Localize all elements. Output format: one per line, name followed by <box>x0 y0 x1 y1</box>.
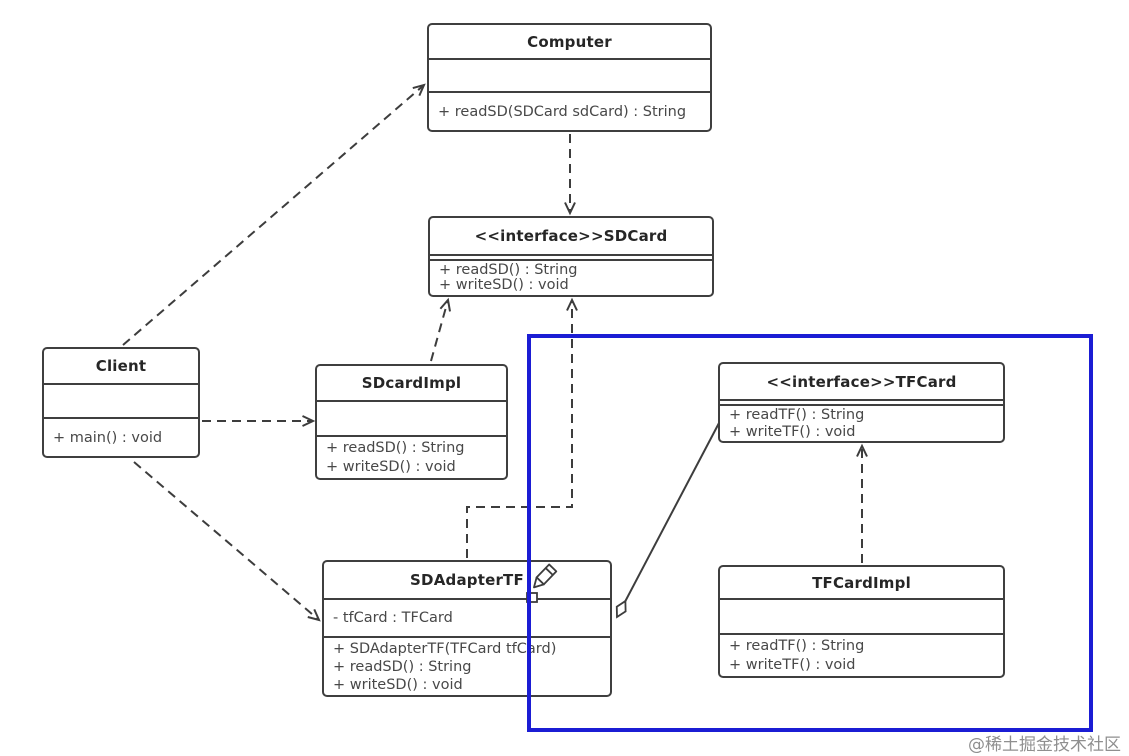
class-methods: + readTF() : String + writeTF() : void <box>720 633 1003 676</box>
class-computer: Computer + readSD(SDCard sdCard) : Strin… <box>427 23 712 132</box>
dependency-client-to-sdadaptertf <box>133 461 321 622</box>
method-line: + readTF() : String <box>729 406 865 423</box>
class-methods: + main() : void <box>44 417 198 456</box>
class-methods: + readSD() : String + writeSD() : void <box>317 435 506 478</box>
class-attributes <box>720 399 1003 404</box>
class-attributes <box>720 598 1003 633</box>
method-line: + writeSD() : void <box>333 676 463 693</box>
class-title: <<interface>>SDCard <box>474 227 668 245</box>
method-line: + SDAdapterTF(TFCard tfCard) <box>333 640 557 657</box>
class-tfcard-interface: <<interface>>TFCard + readTF() : String … <box>718 362 1005 443</box>
class-tfcardimpl: TFCardImpl + readTF() : String + writeTF… <box>718 565 1005 678</box>
watermark-text: @稀土掘金技术社区 <box>968 735 1121 755</box>
realization-sdadaptertf-to-sdcard <box>466 297 578 558</box>
class-methods: + readSD() : String + writeSD() : void <box>430 259 712 295</box>
attribute-line: - tfCard : TFCard <box>333 610 453 626</box>
method-line: + readSD() : String <box>326 439 465 456</box>
method-line: + readTF() : String <box>729 637 865 654</box>
method-line: + writeSD() : void <box>439 277 569 293</box>
method-line: + writeTF() : void <box>729 656 856 673</box>
method-line: + readSD() : String <box>333 658 472 675</box>
class-client: Client + main() : void <box>42 347 200 458</box>
class-attributes <box>430 254 712 259</box>
class-methods: + readSD(SDCard sdCard) : String <box>429 91 710 130</box>
class-title: SDcardImpl <box>361 374 462 392</box>
class-attributes <box>317 400 506 435</box>
class-attributes: - tfCard : TFCard <box>324 598 610 636</box>
class-methods: + SDAdapterTF(TFCard tfCard) + readSD() … <box>324 636 610 695</box>
class-sdadaptertf: SDAdapterTF - tfCard : TFCard + SDAdapte… <box>322 560 612 697</box>
method-line: + writeTF() : void <box>729 423 856 440</box>
class-attributes <box>44 383 198 417</box>
class-attributes <box>429 58 710 91</box>
class-title: Client <box>95 357 147 375</box>
method-line: + readSD() : String <box>439 262 578 278</box>
class-title: <<interface>>TFCard <box>766 372 957 391</box>
class-title: Computer <box>527 32 612 51</box>
edit-pencil-icon[interactable] <box>524 563 562 611</box>
realization-sdcardimpl-to-sdcard <box>430 297 451 362</box>
class-title: TFCardImpl <box>812 573 911 592</box>
method-line: + readSD(SDCard sdCard) : String <box>438 103 687 120</box>
class-sdcard-interface: <<interface>>SDCard + readSD() : String … <box>428 216 714 297</box>
class-sdcardimpl: SDcardImpl + readSD() : String + writeSD… <box>315 364 508 480</box>
method-line: + writeSD() : void <box>326 458 456 475</box>
highlight-rectangle <box>527 334 1093 732</box>
aggregation-sdadaptertf-to-tfcard <box>617 422 720 617</box>
class-title: SDAdapterTF <box>410 571 524 589</box>
class-methods: + readTF() : String + writeTF() : void <box>720 404 1003 441</box>
dependency-client-to-computer <box>122 83 426 346</box>
method-line: + main() : void <box>53 429 163 446</box>
